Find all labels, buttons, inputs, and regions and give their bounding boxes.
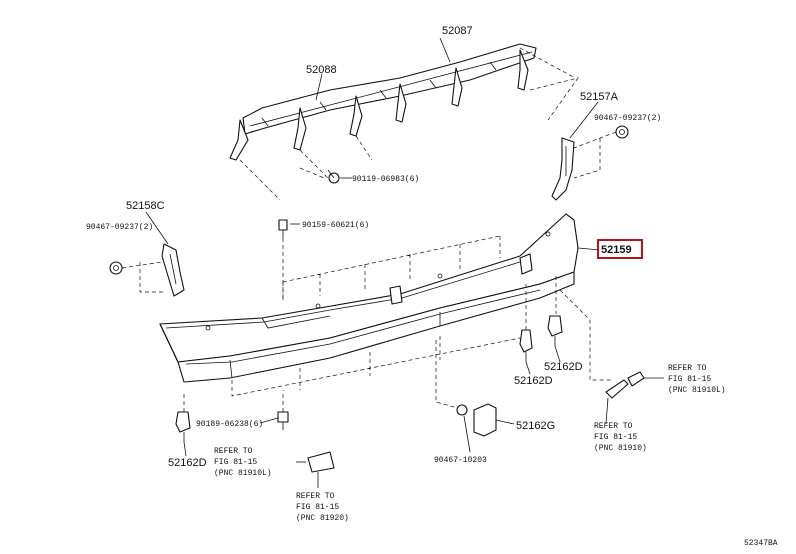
svg-text:(PNC 81910L): (PNC 81910L) [668,386,726,395]
leader-52087 [439,37,451,63]
retainer-52162g[interactable] [473,403,497,437]
svg-text:(PNC 81910L): (PNC 81910L) [214,469,272,478]
reinforcement-52087-52088[interactable] [229,43,537,161]
nut-90467-right-icon[interactable] [615,125,629,139]
label-52162d-right: 52162D [544,361,583,373]
nut-90467-10203-icon[interactable] [456,404,468,416]
svg-text:REFER TO: REFER TO [668,364,707,373]
label-52157a: 52157A [580,91,619,103]
nut-90467-left-icon[interactable] [109,261,123,275]
svg-text:(PNC 81920): (PNC 81920) [296,514,349,523]
refer-block-r2[interactable]: REFER TO FIG 81-15 (PNC 81910) [594,422,647,453]
highlight-52159-box[interactable] [597,239,643,259]
side-bracket-52157a[interactable] [551,137,575,201]
label-52158c: 52158C [126,200,165,212]
svg-text:FIG 81-15: FIG 81-15 [296,503,339,512]
label-52088: 52088 [306,64,337,76]
bolt-90119-icon[interactable] [327,169,340,184]
reflector-rear-icon[interactable] [627,371,645,387]
refer-block-r1[interactable]: REFER TO FIG 81-15 (PNC 81910L) [668,364,726,395]
label-52087: 52087 [442,25,473,37]
clip-52162d-right-icon[interactable] [547,315,563,346]
svg-text:FIG 81-15: FIG 81-15 [594,433,637,442]
reflector-right-icon[interactable] [605,379,629,399]
lamp-left-icon[interactable] [307,451,335,473]
bolt-90189-icon[interactable] [277,411,289,430]
refer-block-r4[interactable]: REFER TO FIG 81-15 (PNC 81920) [296,492,349,523]
label-90467-left: 90467-09237(2) [86,223,153,232]
svg-text:(PNC 81910): (PNC 81910) [594,444,647,453]
svg-text:REFER TO: REFER TO [214,447,253,456]
refer-block-r3[interactable]: REFER TO FIG 81-15 (PNC 81910L) [214,447,272,478]
leader-52088 [315,73,323,101]
svg-text:REFER TO: REFER TO [594,422,633,431]
svg-text:FIG 81-15: FIG 81-15 [668,375,711,384]
side-bracket-52158c[interactable] [161,243,185,297]
label-90189: 90189-06238(6) [196,420,263,429]
bumper-52159[interactable] [159,213,579,383]
label-52162d-left: 52162D [168,457,207,469]
label-52162d-mid: 52162D [514,375,553,387]
label-52159[interactable]: 52159 [601,244,632,256]
label-90467-right: 90467-09237(2) [594,114,661,123]
image-code: 52347BA [744,539,778,548]
label-52162g: 52162G [516,420,555,432]
svg-text:REFER TO: REFER TO [296,492,335,501]
clip-52162d-mid-icon[interactable] [519,329,533,362]
clip-52162d-left-icon[interactable] [175,411,191,442]
label-90467-10203: 90467-10203 [434,456,487,465]
label-90159: 90159-60621(6) [302,221,369,230]
label-90119: 90119-06983(6) [352,175,419,184]
bolt-90159-icon[interactable] [278,219,288,238]
svg-text:FIG 81-15: FIG 81-15 [214,458,257,467]
